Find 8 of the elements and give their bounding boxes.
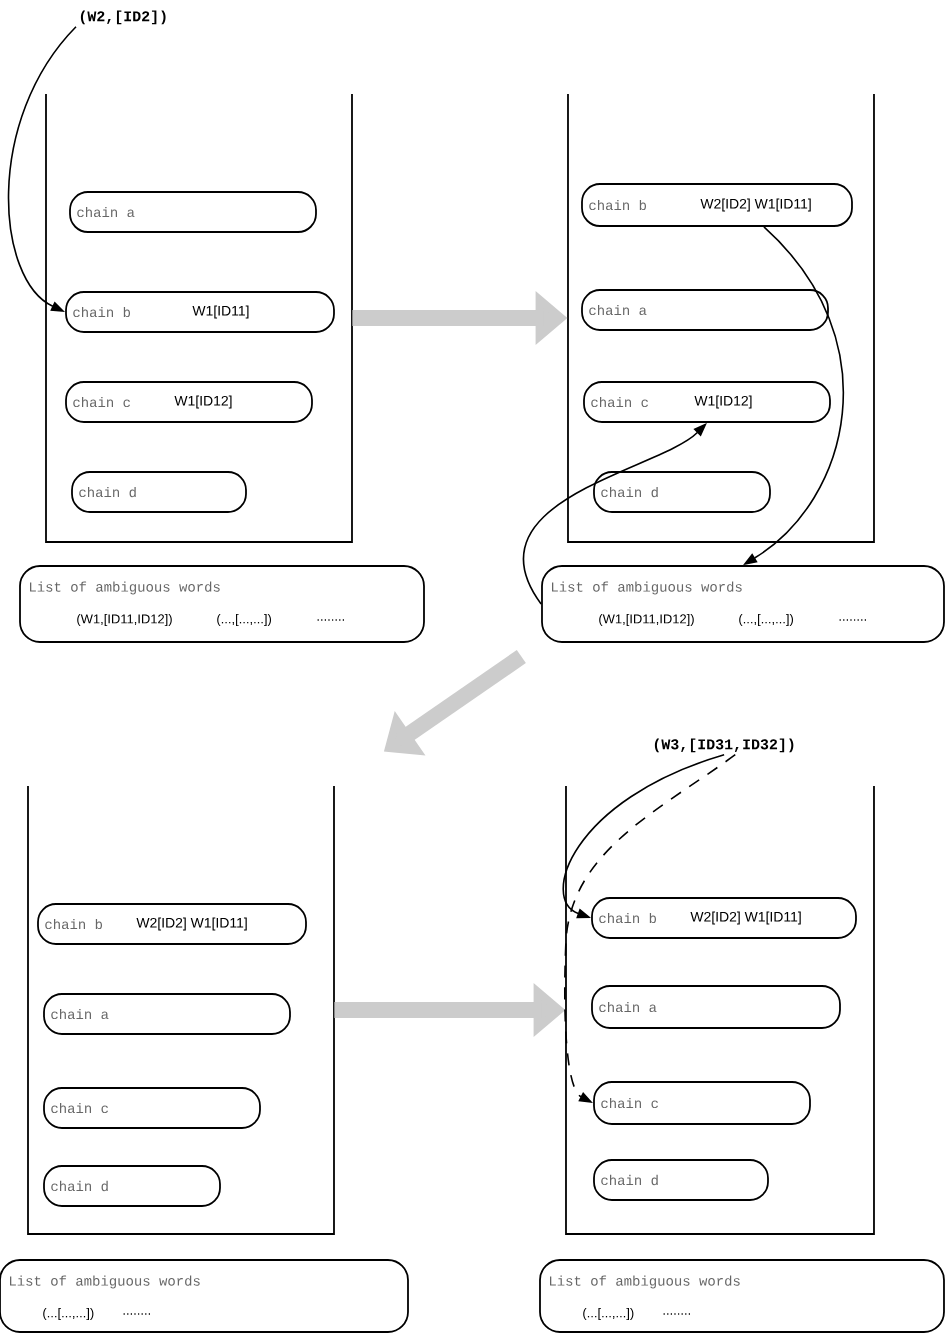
arrow [7, 25, 77, 312]
arrow [522, 423, 707, 605]
stack-container [27, 785, 335, 1235]
stack-container [565, 785, 875, 1235]
stack-container [45, 93, 353, 543]
stack-container [567, 93, 875, 543]
arrow [564, 753, 737, 1103]
arrow [562, 753, 725, 919]
